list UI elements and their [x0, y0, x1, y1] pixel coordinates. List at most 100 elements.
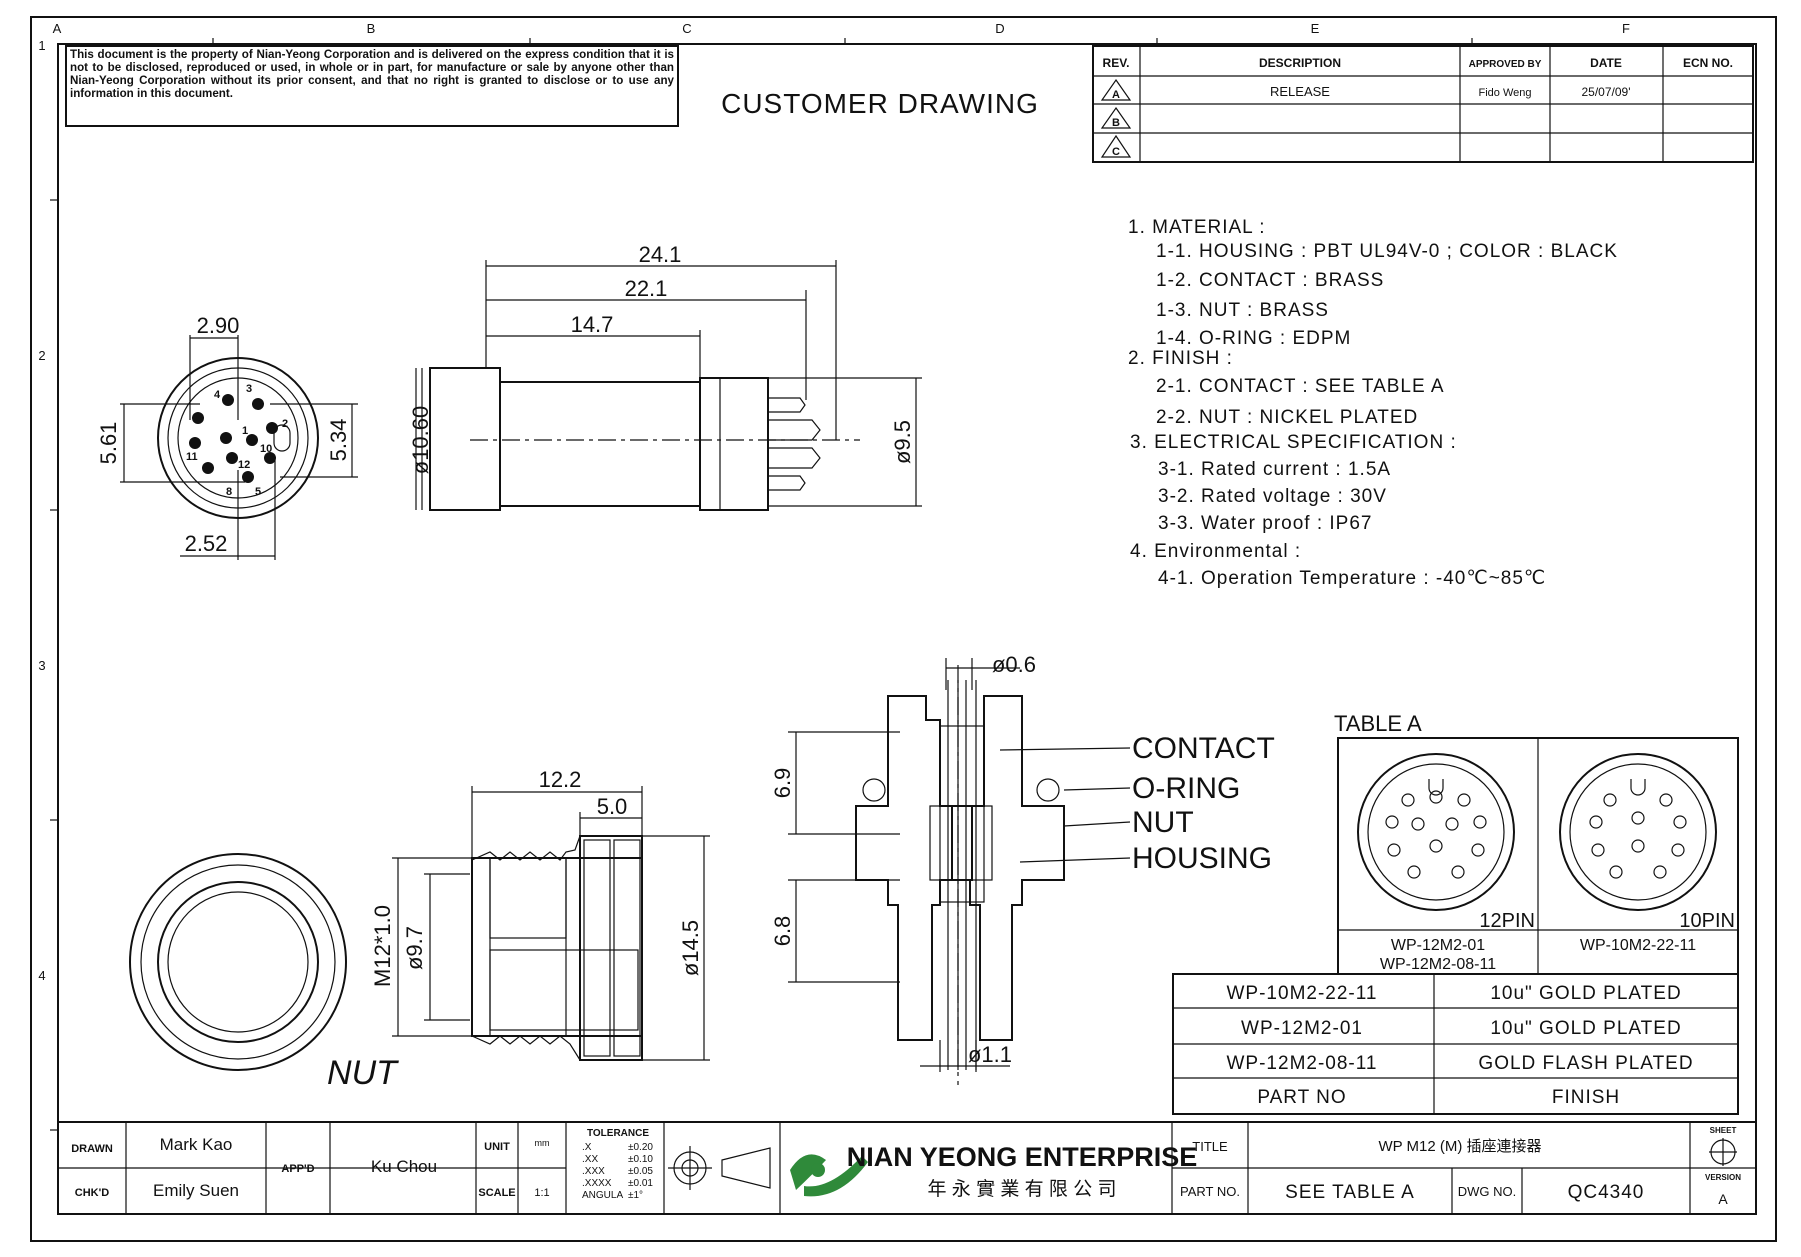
nut-label: NUT [327, 1054, 399, 1092]
sheet-icon [1709, 1138, 1737, 1166]
nut-dim-thread: M12*1.0 [370, 905, 395, 987]
note-3-3: 3-3. Water proof : IP67 [1158, 513, 1373, 534]
outer-border [30, 16, 1777, 1242]
front-dim-bottom: 2.52 [185, 531, 228, 556]
pinout-12-part-1: WP-12M2-01 [1391, 937, 1485, 954]
rev-header-description: DESCRIPTION [1259, 56, 1341, 70]
callout-o-ring: O-RING [1132, 772, 1240, 805]
title-value: WP M12 (M) 插座連接器 [1378, 1138, 1541, 1155]
scale-value: 1:1 [534, 1187, 549, 1199]
side-dim-overall: 24.1 [639, 242, 682, 267]
tol-v-1: ±0.20 [628, 1142, 653, 1153]
drawn-label: DRAWN [71, 1143, 113, 1155]
heading: CUSTOMER DRAWING [721, 88, 1039, 119]
chkd-name: Emily Suen [153, 1181, 239, 1200]
version-label: VERSION [1705, 1173, 1741, 1182]
front-view-pins [189, 394, 278, 483]
title-label: TITLE [1192, 1139, 1228, 1154]
note-3-2: 3-2. Rated voltage : 30V [1158, 486, 1387, 507]
zone-row-3: 3 [38, 658, 45, 673]
tol-v-5: ±1° [628, 1190, 643, 1201]
nut-dim-length: 12.2 [539, 767, 582, 792]
zone-col-a: A [53, 21, 62, 36]
note-1-2: 1-2. CONTACT : BRASS [1156, 270, 1384, 291]
tolerance-title: TOLERANCE [587, 1128, 649, 1139]
nut-dim-outer-dia: ø14.5 [678, 920, 703, 976]
nut-dim-knurl: 5.0 [597, 794, 628, 819]
rev-header-approved: APPROVED BY [1469, 59, 1542, 70]
side-dim-middle: 22.1 [625, 276, 668, 301]
tol-k-3: .XXX [582, 1166, 605, 1177]
table-a-footer-finish: FINISH [1552, 1087, 1620, 1108]
rev-header-date: DATE [1590, 56, 1622, 70]
front-dim-top: 2.90 [197, 313, 240, 338]
front-dim-right: 5.34 [326, 419, 351, 462]
company-name-zh: 年 永 實 業 有 限 公 司 [928, 1178, 1117, 1200]
pin-label-3: 3 [246, 383, 252, 395]
zone-markers-left: 1 2 3 4 [38, 38, 58, 1131]
side-dim-dia-right: ø9.5 [890, 420, 915, 464]
company-name-en: NIAN YEONG ENTERPRISE [847, 1142, 1198, 1172]
revision-table: REV. DESCRIPTION APPROVED BY DATE ECN NO… [1092, 45, 1754, 163]
part-no-value: SEE TABLE A [1285, 1182, 1415, 1203]
tol-v-3: ±0.05 [628, 1166, 653, 1177]
table-a-title: TABLE A [1334, 711, 1422, 736]
zone-col-e: E [1311, 21, 1320, 36]
rev-c-code: C [1112, 146, 1120, 158]
appd-label: APP'D [281, 1163, 314, 1175]
rev-a-description: RELEASE [1270, 84, 1330, 99]
section-view: ø0.6 6.9 6.8 ø1.1 CONTACT O-RING NUT HOU… [770, 652, 1275, 1085]
table-a-row-1-finish: 10u" GOLD PLATED [1490, 983, 1681, 1004]
version-value: A [1718, 1191, 1728, 1207]
note-1-3: 1-3. NUT : BRASS [1156, 300, 1329, 321]
tol-k-4: .XXXX [582, 1178, 612, 1189]
dwg-no-label: DWG NO. [1458, 1184, 1517, 1199]
callout-housing: HOUSING [1132, 842, 1272, 875]
note-2-2: 2-2. NUT : NICKEL PLATED [1156, 407, 1418, 428]
table-a: TABLE A 12PIN WP-12M2-01 WP-12M2-08-11 1… [1172, 711, 1739, 1115]
note-1-1: 1-1. HOUSING : PBT UL94V-0 ; COLOR : BLA… [1156, 241, 1618, 262]
zone-col-d: D [995, 21, 1004, 36]
pinout-10: 10PIN WP-10M2-22-11 [1559, 753, 1735, 954]
zone-row-1: 1 [38, 38, 45, 53]
rev-header-rev: REV. [1103, 56, 1130, 70]
zone-col-f: F [1622, 21, 1630, 36]
tol-v-4: ±0.01 [628, 1178, 653, 1189]
rev-b-code: B [1112, 117, 1120, 129]
rev-a-date: 25/07/09' [1581, 85, 1630, 99]
tol-k-5: ANGULA [582, 1190, 623, 1201]
unit-label: UNIT [484, 1141, 510, 1153]
rev-header-ecn: ECN NO. [1683, 56, 1733, 70]
section-dim-lower: 6.8 [770, 916, 795, 947]
side-dim-short: 14.7 [571, 312, 614, 337]
section-dim-bottom: ø1.1 [968, 1042, 1012, 1067]
zone-row-4: 4 [38, 968, 45, 983]
table-a-row-2-part: WP-12M2-01 [1241, 1018, 1363, 1039]
section-dim-top: ø0.6 [992, 652, 1036, 677]
scale-label: SCALE [478, 1187, 515, 1199]
nut-dim-inner-dia: ø9.7 [402, 926, 427, 970]
pin-label-4: 4 [214, 389, 221, 401]
notice-box [65, 45, 679, 127]
side-dim-dia-left: ø10.60 [408, 406, 433, 475]
note-1-4: 1-4. O-RING : EDPM [1156, 328, 1351, 349]
front-view: 4 3 1 2 10 11 12 8 5 2.90 5.61 5.34 2.52 [96, 313, 358, 560]
notes: 1. MATERIAL : 1-1. HOUSING : PBT UL94V-0… [1128, 217, 1618, 589]
pin-label-8: 8 [226, 486, 232, 498]
callout-contact: CONTACT [1132, 732, 1275, 765]
pin-label-10: 10 [260, 443, 272, 455]
sheet-label: SHEET [1710, 1126, 1737, 1135]
pinout-10-part-1: WP-10M2-22-11 [1580, 937, 1696, 954]
table-a-footer-part: PART NO [1257, 1087, 1346, 1108]
table-a-row-2-finish: 10u" GOLD PLATED [1490, 1018, 1681, 1039]
tol-v-2: ±0.10 [628, 1154, 653, 1165]
zone-row-2: 2 [38, 348, 45, 363]
table-a-row-3-finish: GOLD FLASH PLATED [1478, 1053, 1693, 1074]
pinout-12: 12PIN WP-12M2-01 WP-12M2-08-11 [1357, 753, 1535, 973]
pinout-12-part-2: WP-12M2-08-11 [1380, 956, 1496, 973]
pinout-10-label: 10PIN [1679, 910, 1735, 932]
company-logo [790, 1154, 868, 1197]
note-4-1: 4-1. Operation Temperature : -40℃~85℃ [1158, 568, 1546, 589]
unit-value: mm [535, 1138, 550, 1148]
